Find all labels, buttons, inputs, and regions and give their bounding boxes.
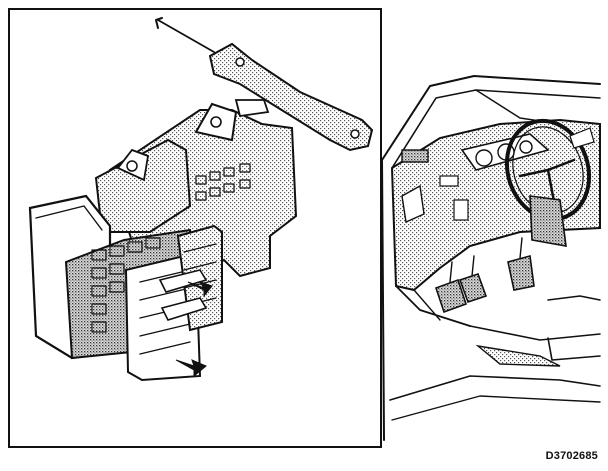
removal-tool [155, 17, 374, 152]
figure-reference-code: D3702685 [545, 450, 598, 462]
pull-arrow-upper [187, 281, 213, 298]
vehicle-interior-view [381, 75, 601, 441]
relay-central-box [28, 99, 298, 382]
pull-arrow-lower [175, 359, 207, 378]
